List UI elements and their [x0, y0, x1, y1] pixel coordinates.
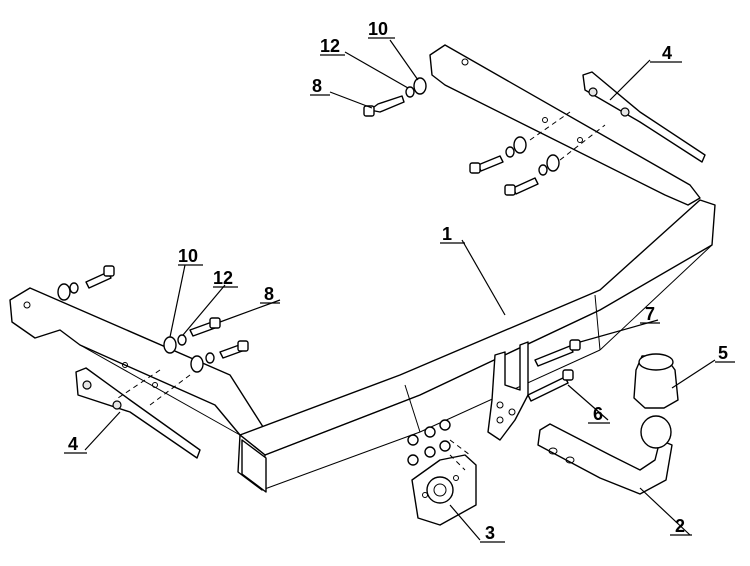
leader-lines — [64, 37, 735, 543]
ball-neck-part-2 — [537, 415, 673, 495]
callout-5: 5 — [718, 343, 728, 363]
crossbeam-part-1 — [9, 44, 716, 493]
callout-10-top: 10 — [368, 19, 388, 39]
bracket-part-4-left — [75, 367, 201, 459]
bracket-part-4-right — [582, 71, 706, 163]
ball-cover-part-5 — [633, 353, 679, 409]
callout-3: 3 — [485, 523, 495, 543]
callout-1: 1 — [442, 224, 452, 244]
callout-10-left: 10 — [178, 246, 198, 266]
hardware-set — [57, 77, 606, 471]
callout-12-left: 12 — [213, 268, 233, 288]
callout-12-top: 12 — [320, 36, 340, 56]
callout-2: 2 — [675, 516, 685, 536]
callout-7: 7 — [645, 304, 655, 324]
callout-labels: 1 2 3 4 4 5 6 7 8 8 10 10 12 12 — [68, 19, 728, 543]
callout-4-top: 4 — [662, 43, 672, 63]
callout-8-top: 8 — [312, 76, 322, 96]
callout-4-left: 4 — [68, 434, 78, 454]
socket-plate-part-3 — [411, 454, 477, 526]
callout-8-left: 8 — [264, 284, 274, 304]
callout-6: 6 — [593, 404, 603, 424]
